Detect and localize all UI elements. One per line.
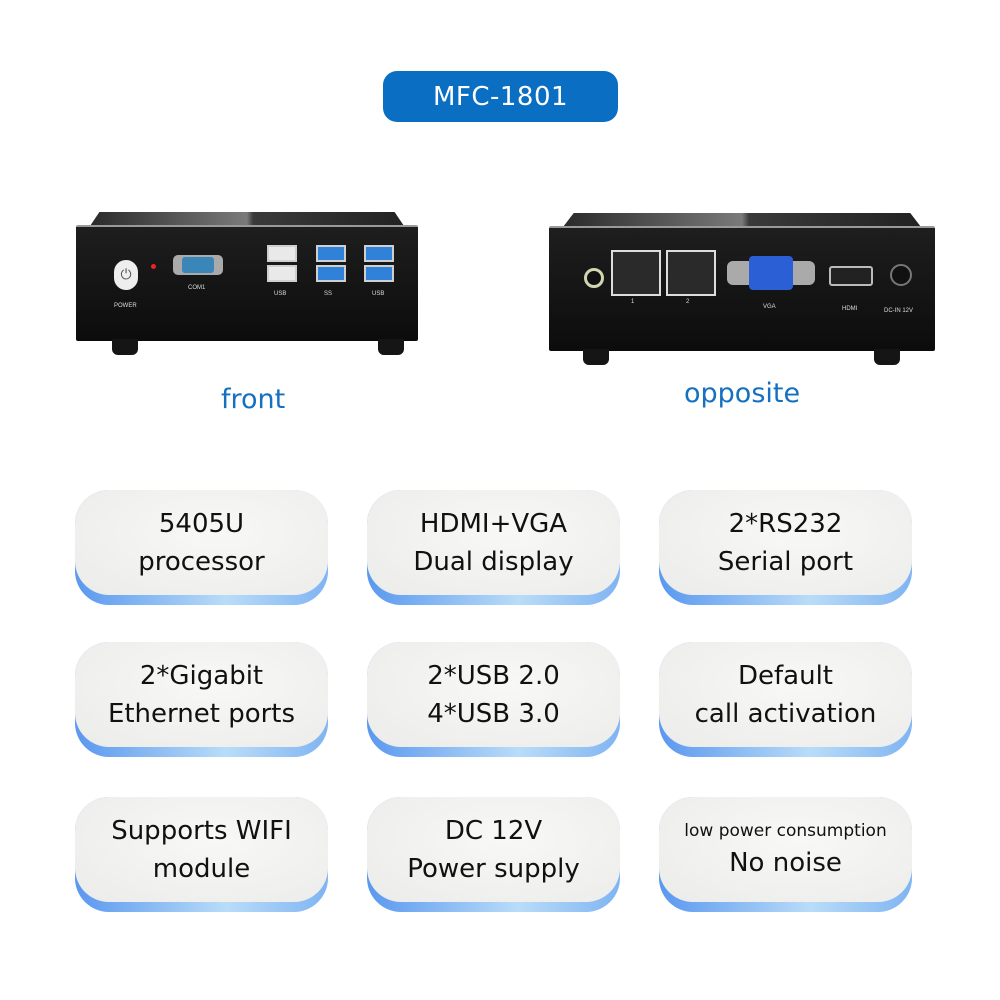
- feature-line2: module: [152, 853, 251, 884]
- feature-line2: Power supply: [407, 853, 580, 884]
- feature-line2: Ethernet ports: [107, 698, 296, 729]
- power-label: POWER: [114, 303, 137, 309]
- audio-jack-icon: [584, 268, 604, 288]
- usb3-port-icon: [316, 245, 346, 262]
- usb3-port-icon: [316, 265, 346, 282]
- feature-line2: call activation: [694, 698, 877, 729]
- com-port-icon: [173, 255, 223, 275]
- feature-line1: Supports WIFI: [111, 815, 292, 846]
- feature-card: low power consumption No noise: [659, 797, 912, 912]
- usb3-label: SS: [324, 291, 333, 297]
- feature-line2: Serial port: [717, 546, 854, 577]
- vga-label: VGA: [763, 304, 776, 310]
- feature-line2: processor: [138, 546, 265, 577]
- usb2-port-icon: [267, 265, 297, 282]
- feature-card: Supports WIFI module: [75, 797, 328, 912]
- lan2-label: 2: [686, 299, 690, 305]
- hdmi-label: HDMI: [842, 306, 858, 312]
- feature-line2: No noise: [729, 847, 842, 878]
- feature-line1: Default: [738, 660, 833, 691]
- dc-jack-icon: [890, 264, 912, 286]
- device-rear-image: 1 2 VGA HDMI DC-IN 12V: [549, 213, 935, 365]
- lan-port-icon: [666, 250, 716, 296]
- lan1-label: 1: [631, 299, 635, 305]
- feature-card: 5405U processor: [75, 490, 328, 605]
- feature-line1: 2*USB 2.0: [427, 660, 560, 691]
- feature-card: Default call activation: [659, 642, 912, 757]
- feature-line2: Dual display: [413, 546, 574, 577]
- usb-label: USB: [372, 291, 385, 297]
- vga-port-icon: [727, 256, 815, 290]
- feature-card: HDMI+VGA Dual display: [367, 490, 620, 605]
- feature-line1: 2*Gigabit: [139, 660, 264, 691]
- usb-label: USB: [274, 291, 287, 297]
- hdmi-port-icon: [829, 266, 873, 286]
- usb3-port-icon: [364, 245, 394, 262]
- model-title: MFC-1801: [383, 71, 618, 122]
- usb2-port-icon: [267, 245, 297, 262]
- usb3-port-icon: [364, 265, 394, 282]
- feature-card: DC 12V Power supply: [367, 797, 620, 912]
- com-label: COM1: [188, 285, 206, 291]
- dc-label: DC-IN 12V: [884, 308, 914, 314]
- feature-line1: 5405U: [158, 508, 245, 539]
- lan-port-icon: [611, 250, 661, 296]
- device-front-image: ⏻ POWER COM1 USB SS USB: [76, 212, 418, 355]
- power-led-icon: [151, 264, 156, 269]
- opposite-caption: opposite: [684, 378, 801, 409]
- feature-card: 2*USB 2.0 4*USB 3.0: [367, 642, 620, 757]
- feature-line1: 2*RS232: [728, 508, 843, 539]
- feature-line1: HDMI+VGA: [419, 508, 568, 539]
- feature-line1: low power consumption: [684, 820, 887, 841]
- power-button-icon: ⏻: [114, 260, 138, 290]
- front-caption: front: [221, 384, 286, 415]
- feature-line2: 4*USB 3.0: [427, 698, 560, 729]
- feature-line1: DC 12V: [444, 815, 543, 846]
